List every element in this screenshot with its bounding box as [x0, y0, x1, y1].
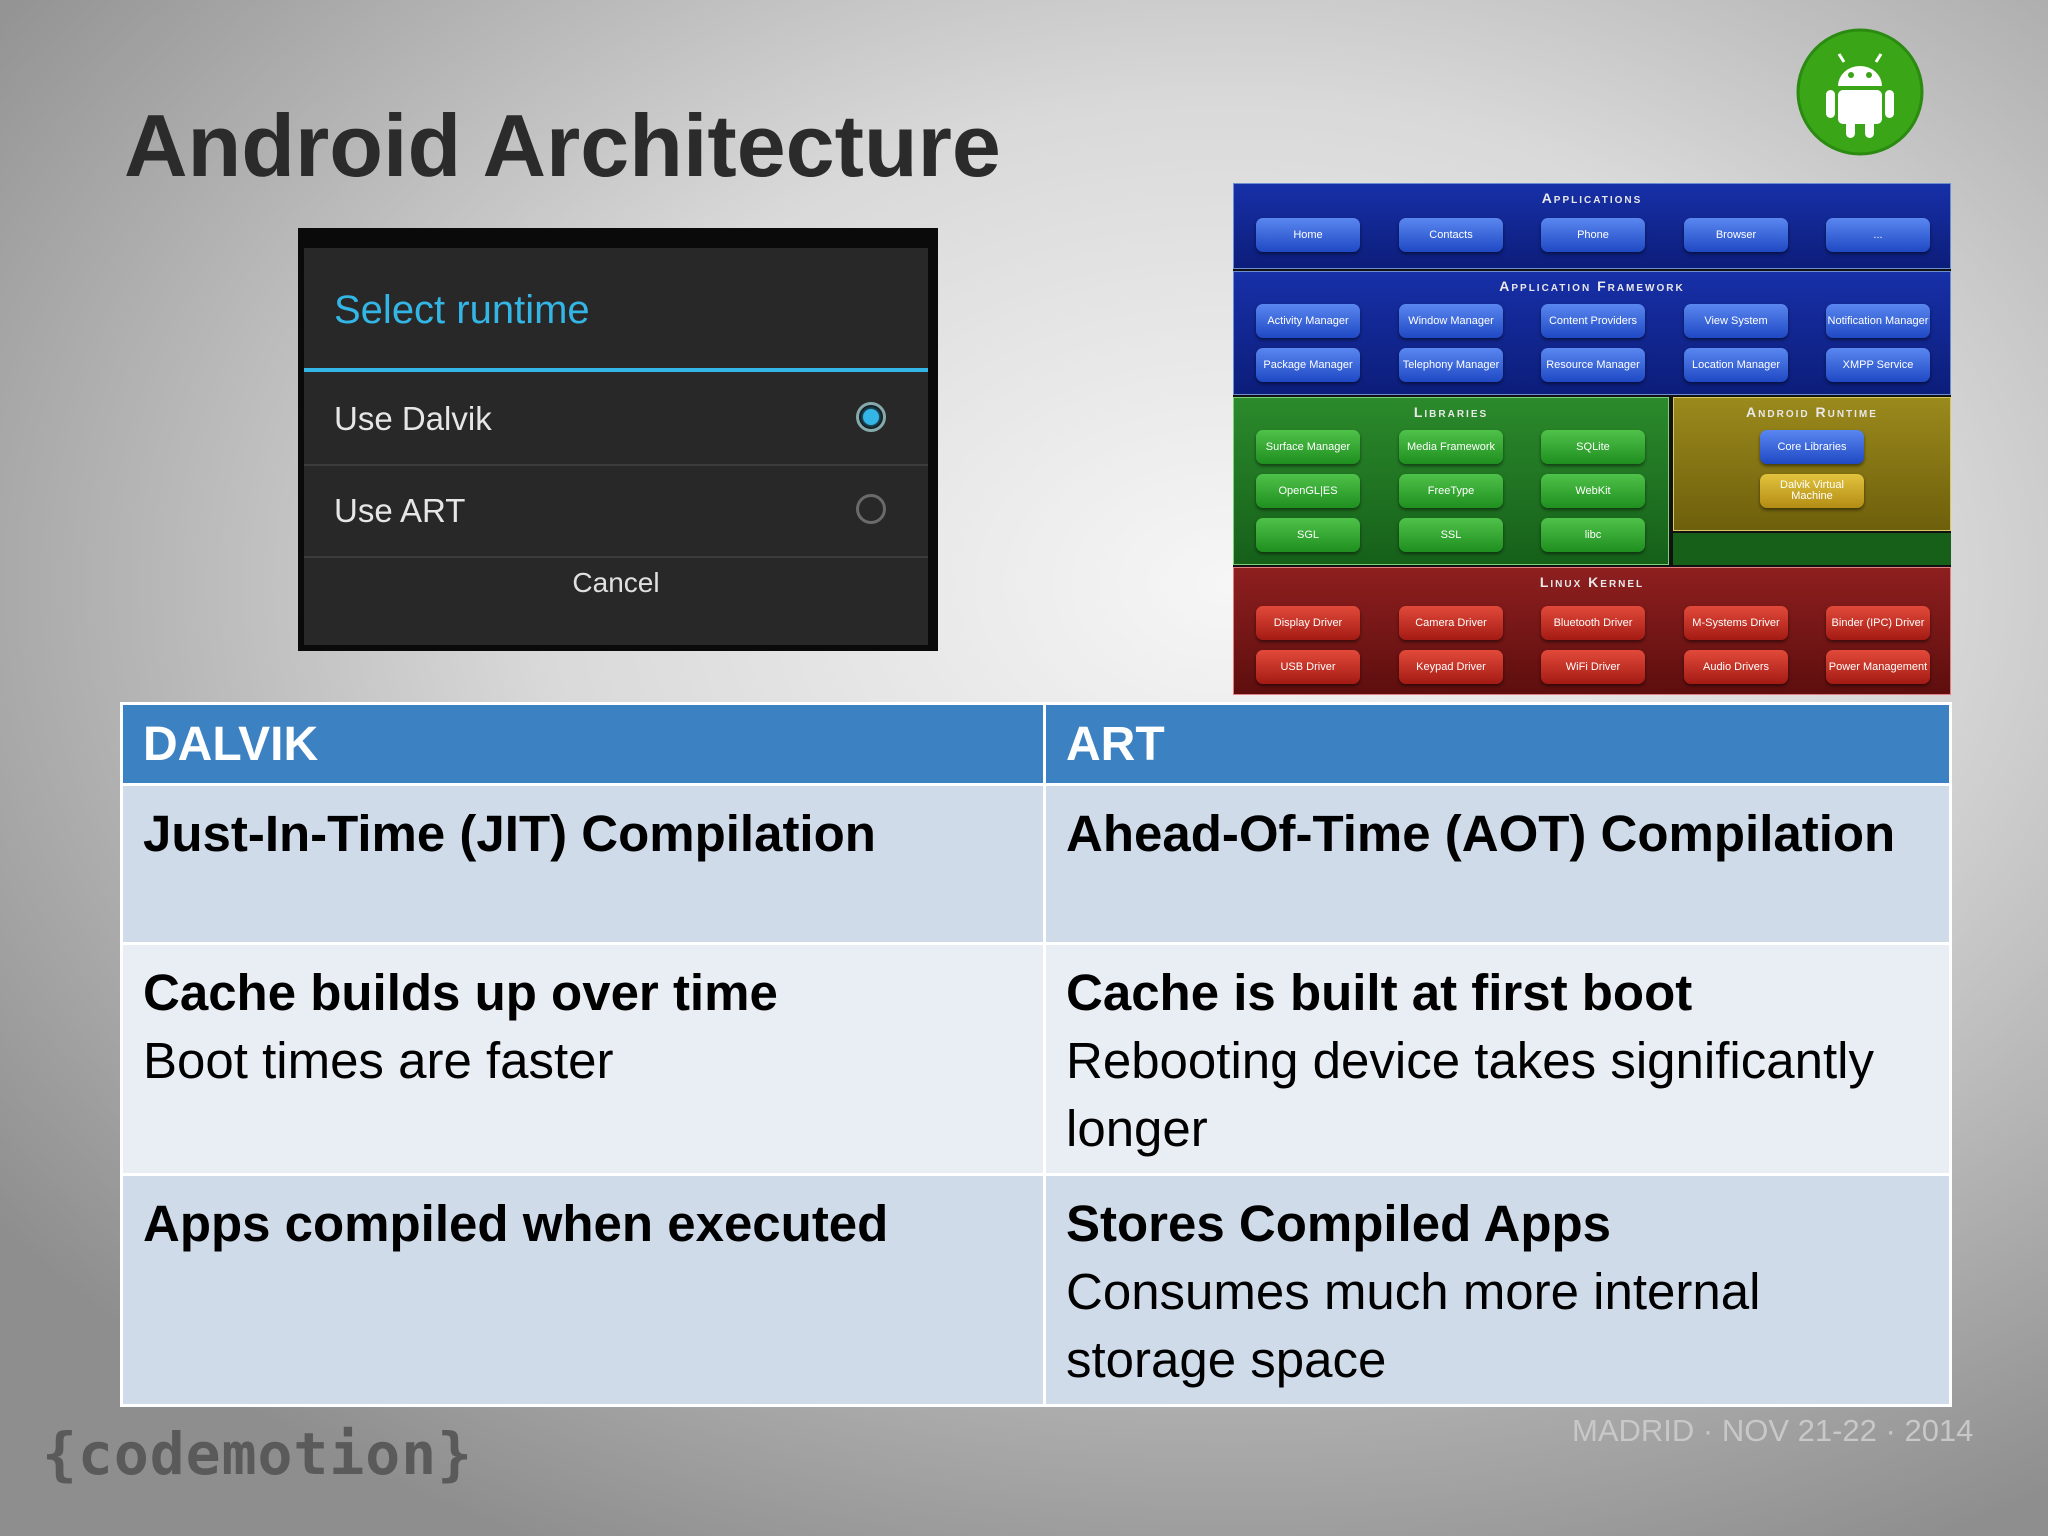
cell-bold-text: Cache is built at first boot: [1066, 964, 1693, 1021]
chip-surface-manager: Surface Manager: [1256, 430, 1360, 464]
table-cell: Cache is built at first boot Rebooting d…: [1043, 942, 1952, 1176]
layer-title: Linux Kernel: [1539, 574, 1645, 590]
layer-title: Applications: [1541, 190, 1643, 206]
layer-libraries: Libraries Surface Manager Media Framewor…: [1233, 397, 1669, 565]
chip-phone: Phone: [1541, 218, 1645, 252]
chip-view-system: View System: [1684, 304, 1788, 338]
table-row: Just-In-Time (JIT) Compilation Ahead-Of-…: [120, 783, 1952, 945]
cell-bold-text: Cache builds up over time: [143, 964, 778, 1021]
chip-location-manager: Location Manager: [1684, 348, 1788, 382]
chip-media-framework: Media Framework: [1399, 430, 1503, 464]
runtime-option-dalvik[interactable]: Use Dalvik: [304, 374, 928, 466]
cell-text: Rebooting device takes significantly lon…: [1066, 1032, 1874, 1157]
column-header-dalvik: DALVIK: [120, 702, 1046, 786]
table-cell: Apps compiled when executed: [120, 1173, 1046, 1407]
chip-browser: Browser: [1684, 218, 1788, 252]
chip-binder-driver: Binder (IPC) Driver: [1826, 606, 1930, 640]
chip-dalvik-vm: Dalvik Virtual Machine: [1760, 474, 1864, 508]
runtime-dialog: Select runtime Use Dalvik Use ART Cancel: [298, 228, 938, 651]
chip-audio-drivers: Audio Drivers: [1684, 650, 1788, 684]
architecture-diagram: Applications Home Contacts Phone Browser…: [1233, 183, 1951, 695]
chip-ssl: SSL: [1399, 518, 1503, 552]
dialog-panel: [304, 248, 928, 645]
layer-linux-kernel: Linux Kernel Display Driver Camera Drive…: [1233, 567, 1951, 695]
radio-selected-icon[interactable]: [856, 402, 886, 432]
option-divider: [304, 464, 928, 466]
chip-more: ...: [1826, 218, 1930, 252]
chip-camera-driver: Camera Driver: [1399, 606, 1503, 640]
table-cell: Cache builds up over time Boot times are…: [120, 942, 1046, 1176]
android-robot-icon: [1796, 28, 1924, 156]
table-cell: Ahead-Of-Time (AOT) Compilation: [1043, 783, 1952, 945]
cancel-button[interactable]: Cancel: [572, 567, 660, 598]
event-caption: MADRID · NOV 21-22 · 2014: [1572, 1413, 1974, 1448]
chip-telephony-manager: Telephony Manager: [1399, 348, 1503, 382]
chip-usb-driver: USB Driver: [1256, 650, 1360, 684]
chip-msystems-driver: M-Systems Driver: [1684, 606, 1788, 640]
cell-bold-text: Apps compiled when executed: [143, 1195, 889, 1252]
layer-title: Android Runtime: [1746, 404, 1878, 420]
table-cell: Just-In-Time (JIT) Compilation: [120, 783, 1046, 945]
chip-package-manager: Package Manager: [1256, 348, 1360, 382]
chip-webkit: WebKit: [1541, 474, 1645, 508]
slide-title: Android Architecture: [124, 96, 1001, 195]
dialog-title-divider: [304, 368, 928, 372]
table-row: Cache builds up over time Boot times are…: [120, 942, 1952, 1176]
chip-content-providers: Content Providers: [1541, 304, 1645, 338]
runtime-option-art[interactable]: Use ART: [304, 466, 928, 558]
chip-keypad-driver: Keypad Driver: [1399, 650, 1503, 684]
chip-opengl: OpenGL|ES: [1256, 474, 1360, 508]
chip-freetype: FreeType: [1399, 474, 1503, 508]
chip-sqlite: SQLite: [1541, 430, 1645, 464]
chip-sgl: SGL: [1256, 518, 1360, 552]
chip-resource-manager: Resource Manager: [1541, 348, 1645, 382]
cell-text: Consumes much more internal storage spac…: [1066, 1263, 1761, 1388]
chip-activity-manager: Activity Manager: [1256, 304, 1360, 338]
layer-title: Application Framework: [1499, 278, 1685, 294]
chip-notification-manager: Notification Manager: [1826, 304, 1930, 338]
table-row: Apps compiled when executed Stores Compi…: [120, 1173, 1952, 1407]
chip-xmpp-service: XMPP Service: [1826, 348, 1930, 382]
column-header-art: ART: [1043, 702, 1952, 786]
chip-display-driver: Display Driver: [1256, 606, 1360, 640]
layer-android-runtime: Android Runtime Core Libraries Dalvik Vi…: [1673, 397, 1951, 531]
chip-power-management: Power Management: [1826, 650, 1930, 684]
libraries-fill: [1673, 533, 1951, 565]
layer-applications: Applications Home Contacts Phone Browser…: [1233, 183, 1951, 269]
table-cell: Stores Compiled Apps Consumes much more …: [1043, 1173, 1952, 1407]
chip-core-libraries: Core Libraries: [1760, 430, 1864, 464]
dialog-title: Select runtime: [334, 288, 590, 332]
layer-application-framework: Application Framework Activity Manager W…: [1233, 271, 1951, 395]
comparison-table: DALVIK ART Just-In-Time (JIT) Compilatio…: [120, 702, 1952, 1407]
chip-wifi-driver: WiFi Driver: [1541, 650, 1645, 684]
radio-unselected-icon[interactable]: [856, 494, 886, 524]
chip-contacts: Contacts: [1399, 218, 1503, 252]
table-header-row: DALVIK ART: [120, 702, 1952, 786]
layer-title: Libraries: [1413, 404, 1489, 420]
cell-bold-text: Just-In-Time (JIT) Compilation: [143, 805, 876, 862]
chip-window-manager: Window Manager: [1399, 304, 1503, 338]
cell-bold-text: Ahead-Of-Time (AOT) Compilation: [1066, 805, 1896, 862]
cell-text: Boot times are faster: [143, 1032, 614, 1089]
chip-libc: libc: [1541, 518, 1645, 552]
chip-bluetooth-driver: Bluetooth Driver: [1541, 606, 1645, 640]
cell-bold-text: Stores Compiled Apps: [1066, 1195, 1612, 1252]
codemotion-logo: {codemotion}: [42, 1420, 474, 1488]
option-divider: [304, 556, 928, 558]
option-label: Use ART: [334, 492, 466, 529]
option-label: Use Dalvik: [334, 400, 492, 437]
chip-home: Home: [1256, 218, 1360, 252]
